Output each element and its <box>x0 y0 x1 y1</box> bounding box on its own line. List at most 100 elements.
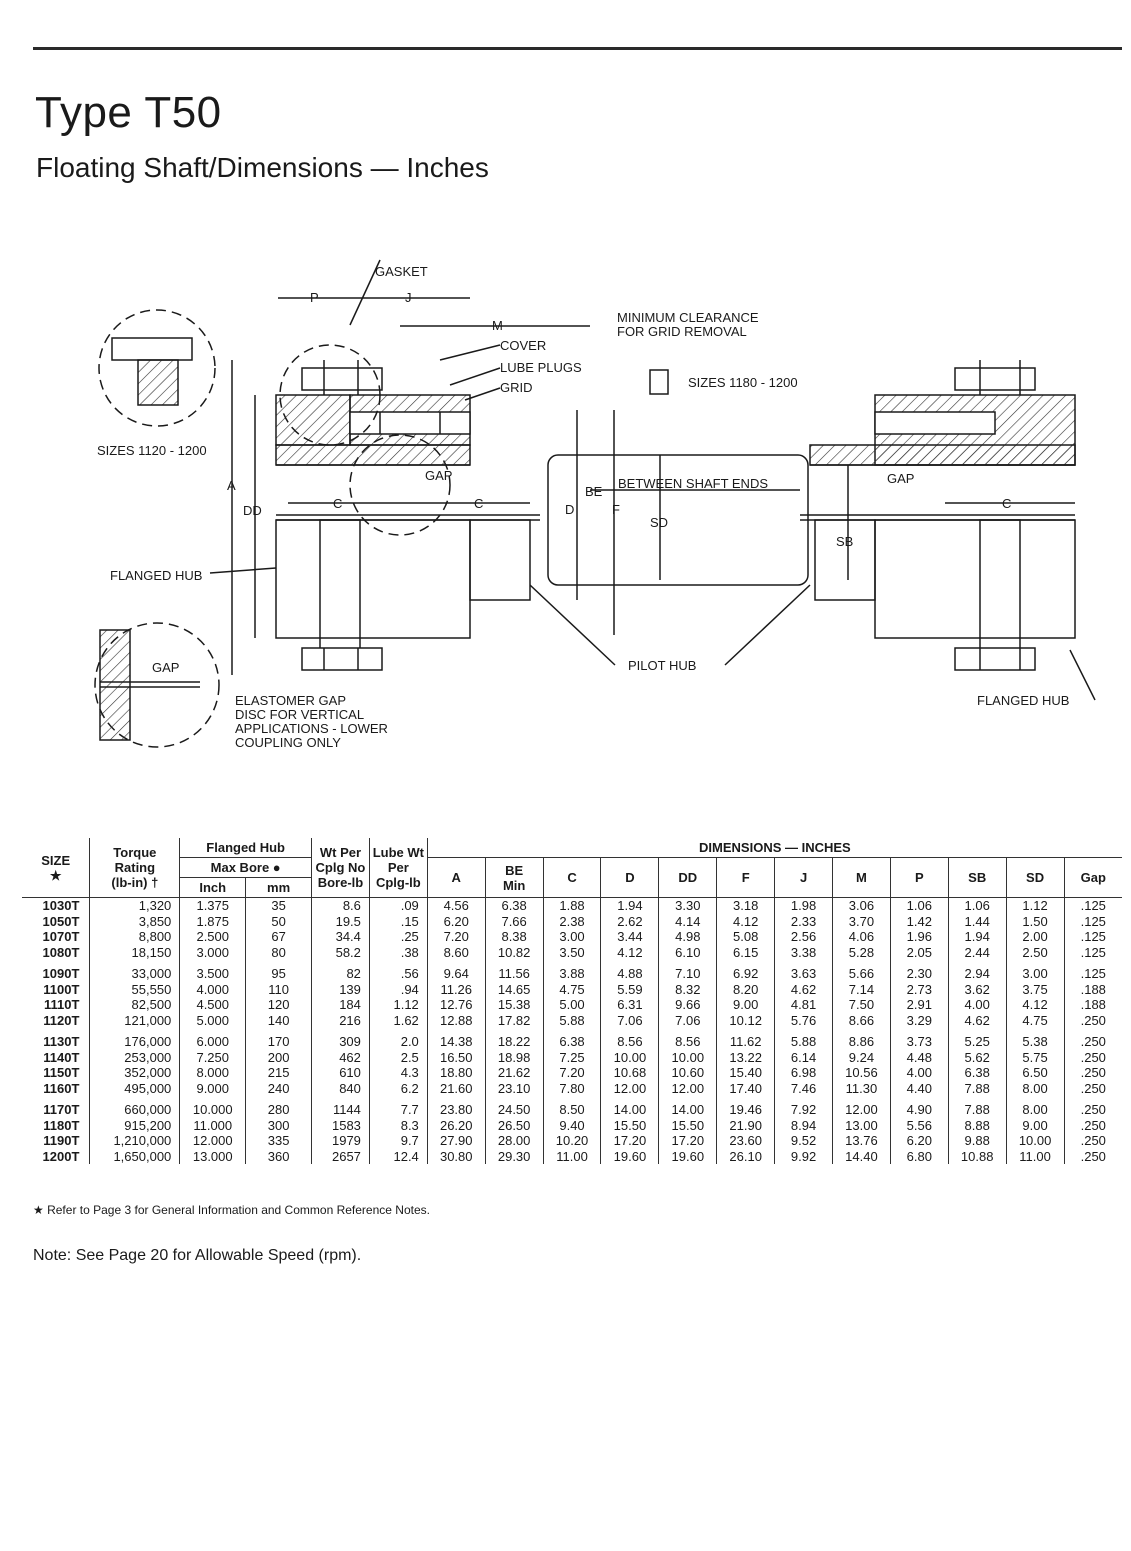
cell-value: .188 <box>1080 997 1106 1012</box>
cell-value: 3.73 <box>906 1034 932 1049</box>
cell-value: 15.38 <box>497 997 531 1012</box>
label-elastomer-3: APPLICATIONS - LOWER <box>235 721 388 736</box>
cell-value: 9.92 <box>790 1148 817 1164</box>
cell-value: 4.81 <box>790 997 817 1012</box>
cell-value: 7.46 <box>790 1080 817 1096</box>
cell-value: .250 <box>1080 1102 1106 1117</box>
label-sizes-1120: SIZES 1120 - 1200 <box>97 443 207 458</box>
cell-value: 4.3 <box>400 1065 419 1080</box>
cell-value: 1.06 <box>906 898 932 913</box>
cell-value: 1.50 <box>1022 913 1048 929</box>
cell-value: 13.22 <box>729 1049 762 1065</box>
header-mm: mm <box>245 877 312 898</box>
header-inch: Inch <box>179 877 246 898</box>
label-c-left1: C <box>333 496 342 511</box>
cell-value: 10.68 <box>613 1065 647 1080</box>
cell-value: 2.30 <box>906 966 932 981</box>
cell-value: 14.00 <box>671 1102 705 1117</box>
cell-value: 335 <box>267 1133 290 1148</box>
cell-value: 6.2 <box>400 1080 419 1096</box>
cell-value: 8.32 <box>675 981 701 997</box>
label-elastomer-2: DISC FOR VERTICAL <box>235 707 364 722</box>
cell-value: 95 <box>271 966 286 981</box>
cell-value: 1,210,000 <box>113 1133 172 1148</box>
header-a: A <box>426 857 486 898</box>
cell-value: 1140T <box>43 1049 80 1065</box>
cell-value: .56 <box>400 966 419 981</box>
cell-value: 1.42 <box>906 913 932 929</box>
cell-value: 2.56 <box>790 929 817 944</box>
cell-value: 495,000 <box>124 1080 172 1096</box>
cell-value: 2.94 <box>964 966 990 981</box>
cell-value: 3.500 <box>196 966 230 981</box>
cell-value: 8.60 <box>443 944 469 960</box>
cell-value: 1583 <box>331 1117 361 1133</box>
label-between-shaft-ends: BETWEEN SHAFT ENDS <box>618 476 768 491</box>
cell-value: 1.12 <box>393 997 419 1012</box>
cell-value: .250 <box>1080 1012 1106 1028</box>
cell-value: 2.0 <box>400 1034 419 1049</box>
cell-lube: .09.15.25.38 <box>368 897 428 960</box>
cell-value: 3.29 <box>906 1012 932 1028</box>
cell-value: 2.62 <box>617 913 643 929</box>
cell-value: .09 <box>400 898 419 913</box>
cell-value: .125 <box>1080 929 1106 944</box>
cell-value: 8.38 <box>501 929 527 944</box>
cell-gap: .125.125.125.125 <box>1063 897 1122 960</box>
cell-value: 8.50 <box>559 1102 585 1117</box>
header-j: J <box>774 857 833 898</box>
cell-value: 4.40 <box>906 1080 932 1096</box>
cell-value: 23.80 <box>439 1102 473 1117</box>
cell-value: 50 <box>271 913 286 929</box>
cell-value: 12.88 <box>439 1012 473 1028</box>
cell-value: .250 <box>1080 1065 1106 1080</box>
cell-value: 176,000 <box>124 1034 172 1049</box>
cell-value: 240 <box>267 1080 290 1096</box>
cell-value: .188 <box>1080 981 1106 997</box>
cell-value: 67 <box>271 929 286 944</box>
cell-value: .250 <box>1080 1049 1106 1065</box>
cell-value: .250 <box>1080 1117 1106 1133</box>
cell-value: 8.3 <box>400 1117 419 1133</box>
cell-value: 1030T <box>42 898 80 913</box>
cell-gap: .250.250.250.250 <box>1063 1096 1122 1164</box>
cell-value: 8.56 <box>617 1034 643 1049</box>
cell-value: 7.20 <box>443 929 469 944</box>
cell-value: 14.40 <box>845 1148 878 1164</box>
cell-value: 4.500 <box>196 997 230 1012</box>
cell-value: 12.00 <box>671 1080 705 1096</box>
cell-value: 610 <box>339 1065 361 1080</box>
cell-value: 253,000 <box>124 1049 172 1065</box>
cell-value: 1.88 <box>559 898 585 913</box>
cell-value: 5.38 <box>1022 1034 1048 1049</box>
cell-value: 7.20 <box>559 1065 585 1080</box>
cell-value: 19.5 <box>335 913 361 929</box>
cell-value: 915,200 <box>124 1117 172 1133</box>
header-dimensions: DIMENSIONS — INCHES <box>426 838 1122 858</box>
cell-value: 2.50 <box>1022 944 1048 960</box>
cell-value: 9.40 <box>559 1117 585 1133</box>
cell-value: 21.60 <box>439 1080 473 1096</box>
cell-value: 3.38 <box>790 944 817 960</box>
cell-value: 4.90 <box>906 1102 932 1117</box>
